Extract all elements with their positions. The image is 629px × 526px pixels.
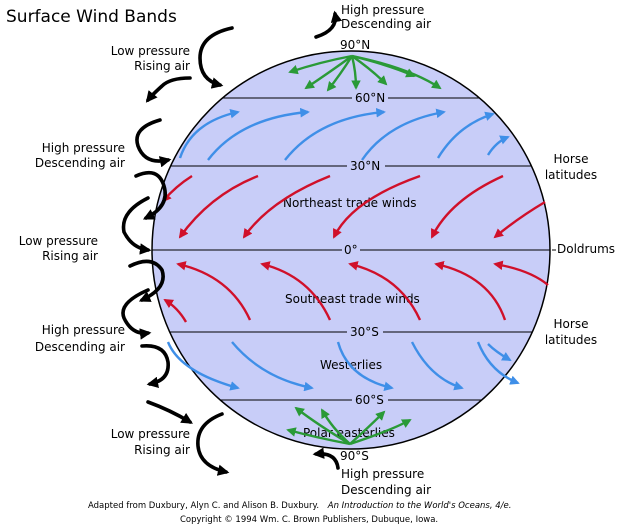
- label-30n: 30°N: [350, 159, 380, 173]
- bottom-pressure-line2: Descending air: [341, 483, 431, 497]
- left-label-2-line2: Descending air: [35, 156, 125, 170]
- right-horse-north-line2: latitudes: [545, 168, 597, 182]
- bottom-pressure-line1: High pressure: [341, 467, 424, 481]
- left-label-4-line2: Descending air: [35, 340, 125, 354]
- ne-trade-arrows: [161, 174, 546, 239]
- right-horse-south-line1: Horse: [554, 317, 589, 331]
- diagram-title: Surface Wind Bands: [6, 7, 177, 27]
- left-label-1-line2: Rising air: [134, 59, 190, 73]
- se-trade-arrows: [163, 260, 549, 323]
- westerlies-south-arrows: [166, 341, 520, 392]
- left-label-5-line2: Rising air: [134, 443, 190, 457]
- left-label-4-line1: High pressure: [42, 323, 125, 337]
- top-pressure-line1: High pressure: [341, 3, 424, 17]
- label-60n: 60°N: [355, 91, 385, 105]
- label-north-pole: 90°N: [340, 38, 370, 52]
- left-label-3-line2: Rising air: [42, 249, 98, 263]
- right-doldrums: Doldrums: [557, 242, 615, 256]
- label-ne-trade: Northeast trade winds: [283, 196, 417, 210]
- label-equator: 0°: [344, 243, 358, 257]
- right-horse-north-line1: Horse: [554, 152, 589, 166]
- caption-line1: Adapted from Duxbury, Alyn C. and Alison…: [88, 501, 511, 511]
- label-south-pole: 90°S: [340, 449, 369, 463]
- caption-line2: Copyright © 1994 Wm. C. Brown Publishers…: [180, 515, 438, 525]
- left-label-3-line1: Low pressure: [19, 234, 98, 248]
- caption-line1-authors: Adapted from Duxbury, Alyn C. and Alison…: [88, 501, 319, 511]
- label-60s: 60°S: [355, 393, 384, 407]
- label-se-trade: Southeast trade winds: [285, 292, 420, 306]
- left-label-1-line1: Low pressure: [111, 44, 190, 58]
- caption-line1-book: An Introduction to the World's Oceans, 4…: [327, 501, 512, 511]
- label-30s: 30°S: [350, 325, 379, 339]
- polar-easterlies-north: [288, 54, 442, 92]
- circulation-cell-arrows: [121, 10, 343, 476]
- top-pressure-line2: Descending air: [341, 17, 431, 31]
- left-label-2-line1: High pressure: [42, 141, 125, 155]
- right-horse-south-line2: latitudes: [545, 333, 597, 347]
- westerlies-north-arrows: [178, 107, 510, 161]
- polar-easterlies-south: [286, 406, 412, 446]
- left-label-5-line1: Low pressure: [111, 427, 190, 441]
